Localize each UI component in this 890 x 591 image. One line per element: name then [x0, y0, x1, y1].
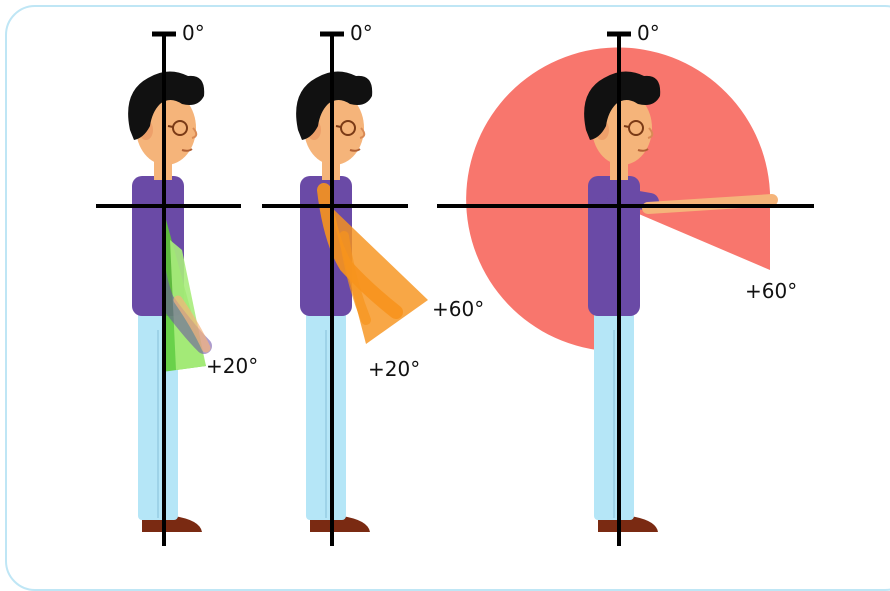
zero-degree-label: 0° — [637, 21, 660, 45]
zero-degree-label: 0° — [182, 21, 205, 45]
plus-60-label: +60° — [745, 279, 797, 303]
plus-20-label: +20° — [368, 357, 420, 381]
panel-1: 0° +20° — [96, 21, 258, 546]
plus-20-label: +20° — [206, 354, 258, 378]
shoulder-flexion-diagram: 0° +20° 0° +60° +20° 0° +60° — [96, 21, 814, 546]
panel-2: 0° +60° +20° — [262, 21, 484, 546]
plus-60-label: +60° — [432, 297, 484, 321]
zero-degree-label: 0° — [350, 21, 373, 45]
arm — [607, 187, 659, 211]
panel-3: 0° +60° — [437, 21, 814, 546]
figure-standing — [583, 70, 662, 534]
sweep-zone-20-60 — [330, 206, 428, 344]
